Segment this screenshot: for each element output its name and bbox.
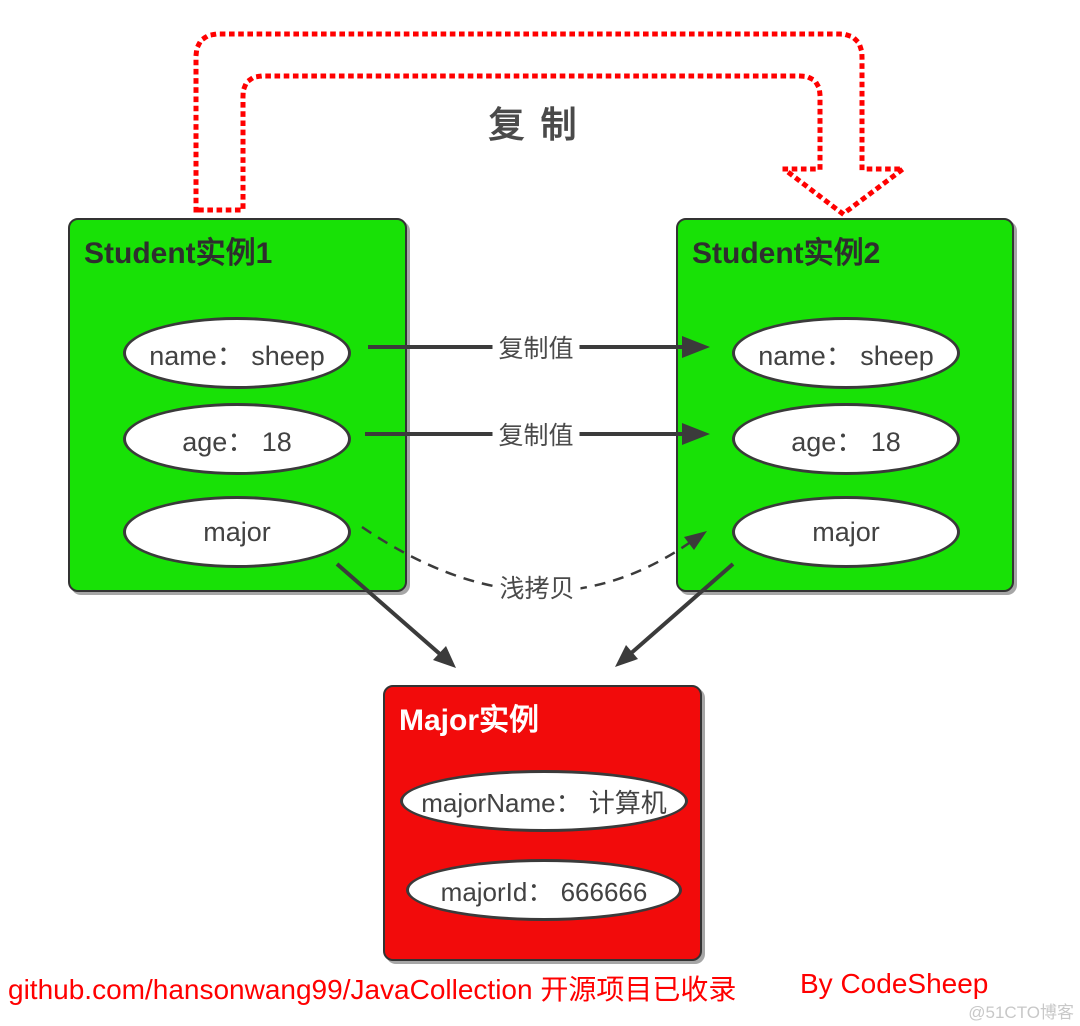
- major-title: Major实例: [399, 704, 540, 737]
- copy-value-label-2: 复制值: [492, 416, 580, 452]
- major-field-name: majorName： 计算机: [400, 770, 688, 832]
- watermark-text: @51CTO博客: [968, 1003, 1074, 1022]
- student2-field-name: name： sheep: [732, 317, 960, 389]
- major-ref-arrow-left-head: [433, 646, 456, 668]
- major-field-id: majorId： 666666: [406, 859, 682, 921]
- shallow-copy-label: 浅拷贝: [493, 569, 581, 605]
- student2-title: Student实例2: [692, 237, 881, 270]
- student1-title: Student实例1: [84, 237, 273, 270]
- footer: github.com/hansonwang99/JavaCollection 开…: [0, 968, 1080, 1012]
- student2-field-age: age： 18: [732, 403, 960, 475]
- student2-box: Student实例2 name： sheep age： 18 major: [676, 218, 1014, 592]
- student1-field-major: major: [123, 496, 351, 568]
- major-ref-arrow-right-head: [615, 645, 638, 667]
- student1-field-age: age： 18: [123, 403, 351, 475]
- copy-value-label-1: 复制值: [492, 329, 580, 365]
- student1-box: Student实例1 name： sheep age： 18 major: [68, 218, 407, 592]
- student2-field-major: major: [732, 496, 960, 568]
- footer-repo-text: github.com/hansonwang99/JavaCollection 开…: [8, 974, 737, 1005]
- major-box: Major实例 majorName： 计算机 majorId： 666666: [383, 685, 702, 961]
- copy-arrow-label: 复 制: [488, 104, 580, 145]
- footer-credit-text: By CodeSheep: [800, 968, 989, 999]
- student1-field-name: name： sheep: [123, 317, 351, 389]
